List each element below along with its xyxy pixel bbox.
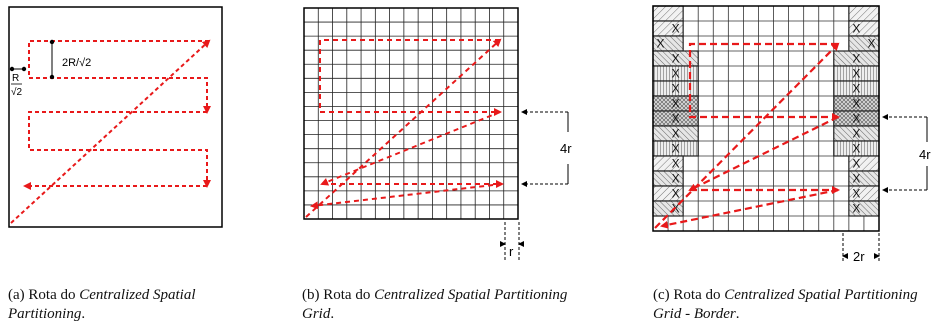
route-c-diagonal-2	[688, 116, 839, 191]
blocked-marker: X	[852, 187, 860, 201]
blocked-marker: X	[672, 142, 680, 156]
panel-a-route	[10, 39, 211, 224]
blocked-marker: X	[672, 187, 680, 201]
panel-c-frame	[652, 5, 880, 232]
panel-b-route	[305, 38, 504, 218]
panel-c-dimension-4r	[882, 114, 928, 193]
route-b-diagonal	[305, 38, 502, 218]
blocked-marker: X	[672, 112, 680, 126]
caption-b: (b) Rota do Centralized Spatial Partitio…	[302, 286, 592, 324]
blocked-marker: X	[852, 97, 860, 111]
caption-b-italic: Centralized Spatial Partitioning Grid	[302, 287, 568, 322]
route-a-sweep-row1	[28, 40, 211, 114]
blocked-marker: X	[672, 97, 680, 111]
blocked-marker: X	[852, 67, 860, 81]
blocked-marker: X	[852, 82, 860, 96]
blocked-marker: X	[672, 172, 680, 186]
blocked-cell-left	[652, 5, 684, 22]
caption-a: (a) Rota do Centralized Spatial Partitio…	[8, 286, 238, 324]
panel-b-cell-size-label: r	[509, 244, 514, 259]
blocked-marker: X	[852, 142, 860, 156]
blocked-marker: X	[867, 37, 875, 51]
panel-c-row-spacing-label: 4r	[919, 147, 931, 162]
panel-a: 2R/√2 R √2	[8, 6, 223, 228]
blocked-marker: X	[852, 202, 860, 216]
panel-b-dimension-r	[500, 222, 524, 260]
route-b-loop-top	[319, 39, 502, 116]
blocked-marker: X	[852, 52, 860, 66]
route-b-diagonal-2	[320, 111, 501, 186]
caption-a-prefix: (a) Rota do	[8, 287, 80, 303]
blocked-marker: X	[672, 127, 680, 141]
panel-b-grid	[304, 8, 518, 219]
panel-a-frame	[8, 6, 223, 228]
blocked-marker: X	[852, 127, 860, 141]
caption-c-suffix: .	[735, 306, 740, 322]
panel-c-route	[654, 42, 840, 229]
blocked-marker: X	[672, 82, 680, 96]
route-b-return	[310, 183, 503, 210]
blocked-marker: X	[672, 67, 680, 81]
caption-a-italic: Centralized Spatial Partitioning	[8, 287, 196, 322]
blocked-cell-right	[848, 5, 880, 22]
caption-c-prefix: (c) Rota do	[653, 287, 725, 303]
route-a-diagonal	[10, 39, 211, 224]
caption-b-prefix: (b) Rota do	[302, 287, 375, 303]
blocked-marker: X	[852, 157, 860, 171]
blocked-marker: X	[852, 172, 860, 186]
panel-b-row-spacing-label: 4r	[560, 141, 572, 156]
blocked-marker: X	[852, 112, 860, 126]
spacing-label: 2R/√2	[62, 57, 91, 69]
caption-b-suffix: .	[330, 306, 335, 322]
radius-label-bottom: √2	[11, 86, 22, 98]
panel-c-dimension-2r	[842, 233, 880, 262]
panel-a-dimension-spacing: 2R/√2	[49, 39, 91, 80]
radius-label-top: R	[12, 73, 19, 84]
panel-c-cell-size-label: 2r	[853, 249, 865, 264]
panel-a-dimension-radius: R √2	[9, 66, 27, 98]
panel-b: 4r r	[303, 7, 572, 260]
route-a-sweep-row2	[28, 111, 211, 188]
route-c-return	[660, 188, 839, 229]
panel-b-frame	[303, 7, 519, 220]
panel-b-dimension-4r	[521, 109, 569, 187]
blocked-marker: X	[672, 52, 680, 66]
caption-a-suffix: .	[81, 306, 86, 322]
blocked-marker: X	[852, 22, 860, 36]
caption-c-italic: Centralized Spatial Partitioning Grid - …	[653, 287, 918, 322]
blocked-marker: X	[657, 37, 665, 51]
blocked-marker: X	[672, 22, 680, 36]
route-c-top	[688, 42, 840, 121]
caption-c: (c) Rota do Centralized Spatial Partitio…	[653, 286, 937, 324]
blocked-marker: X	[672, 157, 680, 171]
